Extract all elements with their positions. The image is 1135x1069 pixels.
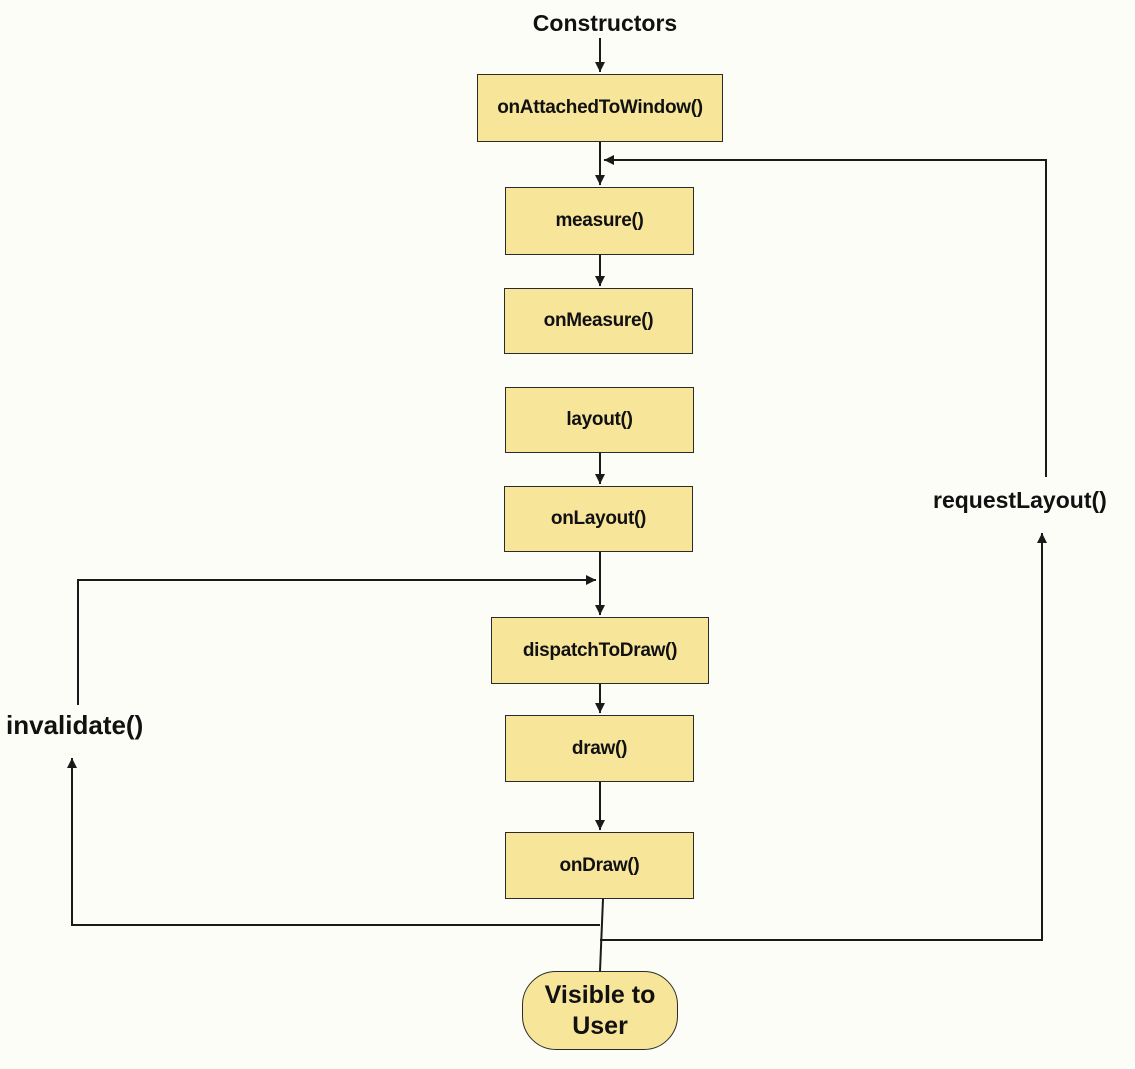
terminal-line-1: Visible to [544,980,656,1009]
node-dispatch-to-draw: dispatchToDraw() [491,617,709,684]
node-on-attached-to-window: onAttachedToWindow() [477,74,723,142]
invalidate-loop-top [77,575,596,705]
line-ondraw-to-user [599,898,604,972]
node-on-measure: onMeasure() [504,288,693,354]
node-on-layout: onLayout() [504,486,693,552]
constructors-label: Constructors [532,10,678,36]
node-layout: layout() [505,387,694,453]
terminal-line-2: User [572,1011,628,1040]
request-layout-loop-top [604,155,1047,477]
request-layout-loop-bottom [600,533,1047,941]
node-on-draw: onDraw() [505,832,694,899]
node-measure: measure() [505,187,694,255]
invalidate-loop-bottom [67,758,600,926]
node-draw: draw() [505,715,694,782]
invalidate-label: invalidate() [6,710,144,740]
request-layout-label: requestLayout() [933,487,1107,513]
terminal-visible-to-user: Visible to User [522,971,678,1050]
